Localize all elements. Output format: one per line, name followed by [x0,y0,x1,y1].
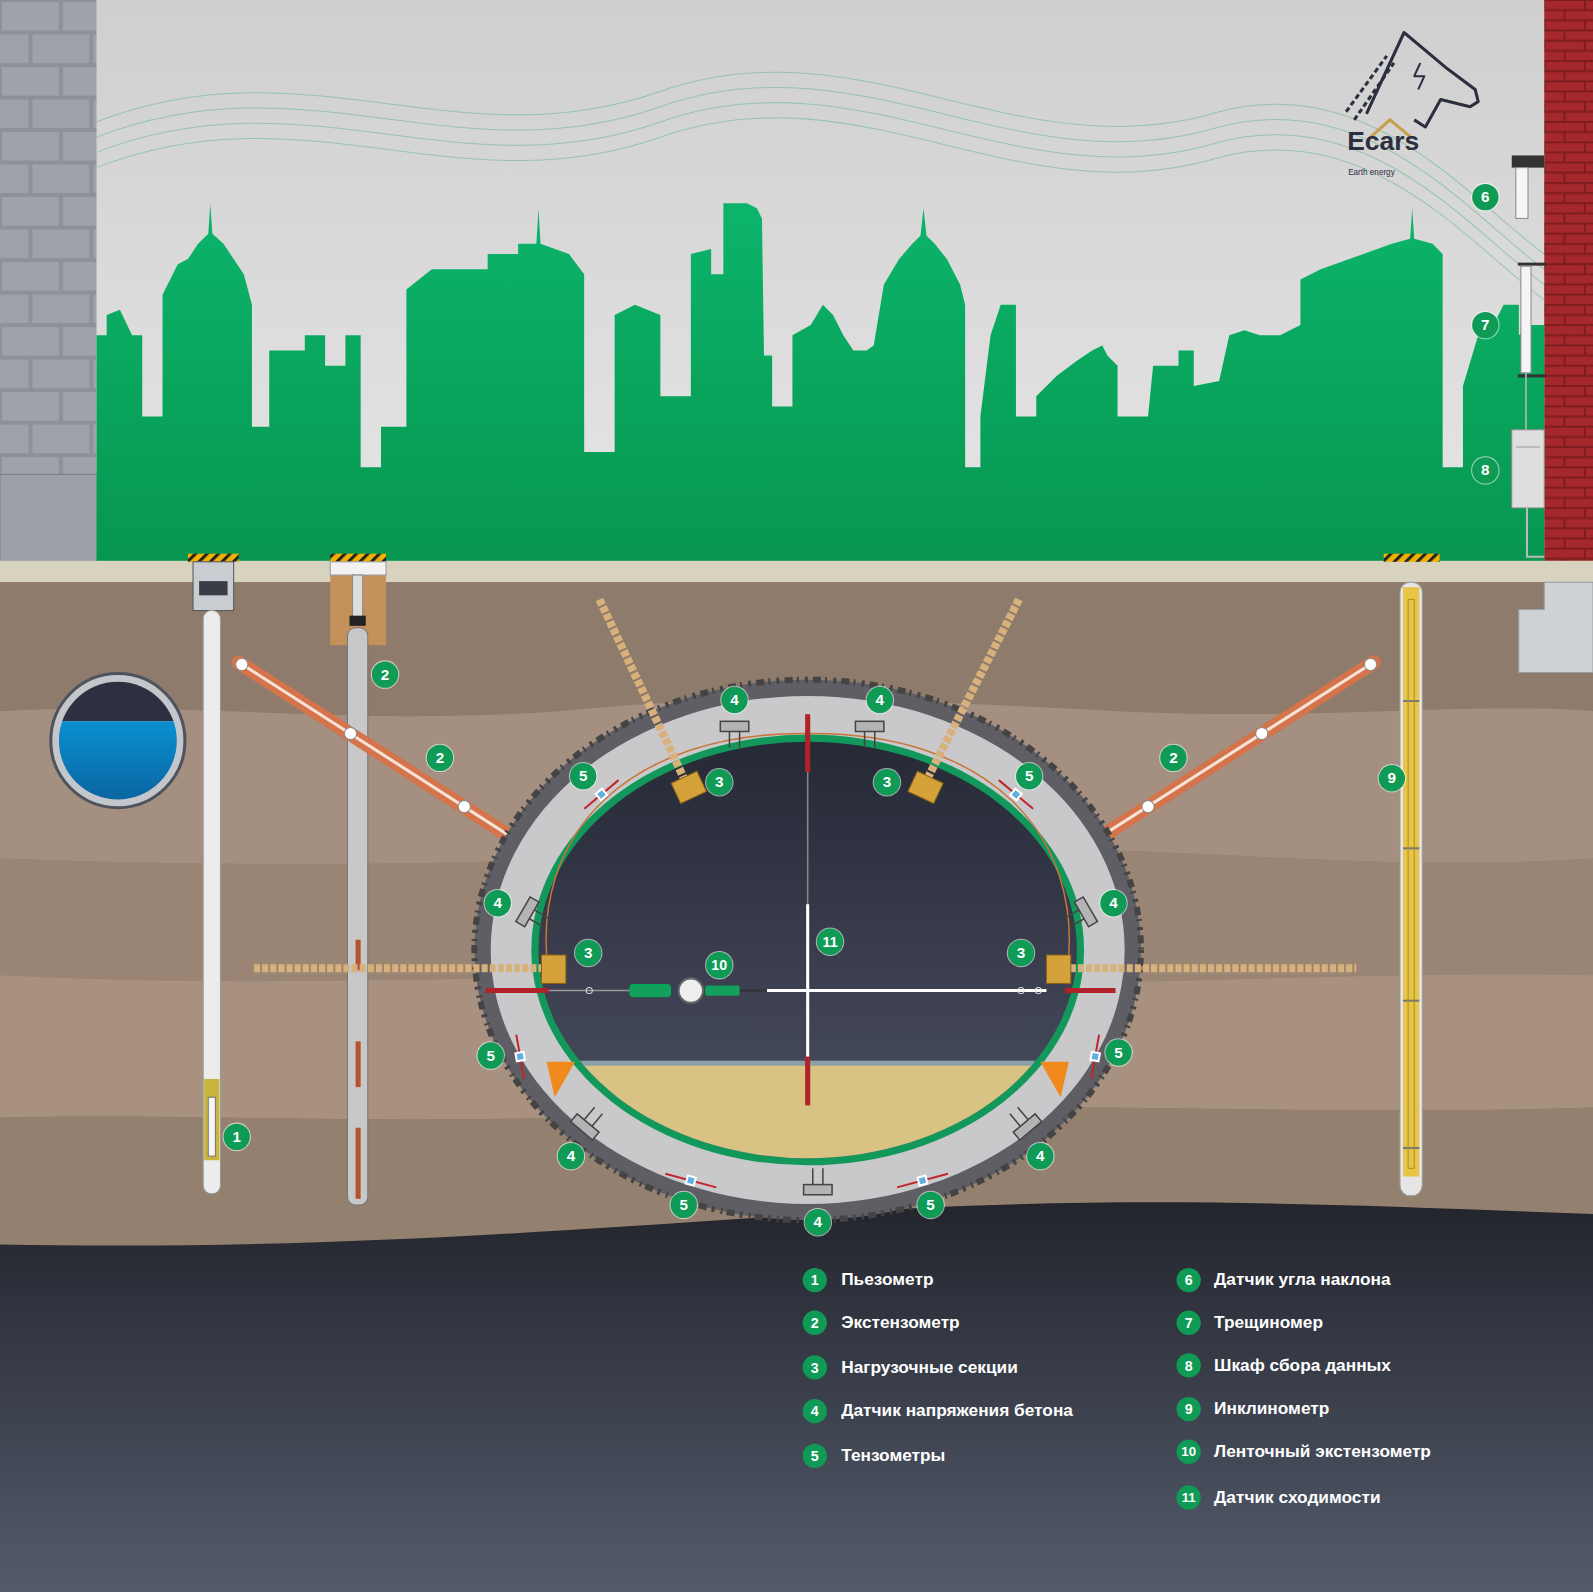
callout-number: 1 [224,1124,250,1150]
callout-number: 11 [817,929,843,955]
legend-text: Инклинометр [1214,1398,1329,1420]
logo-subtitle: Earth energy [1348,168,1395,178]
legend-number: 9 [1176,1397,1200,1421]
callout-number: 6 [1472,184,1498,210]
legend-number: 5 [803,1444,827,1468]
callout-number: 4 [721,687,747,713]
legend-number: 3 [803,1355,827,1379]
logo-text: Ecars [1347,126,1419,156]
legend-number: 2 [803,1311,827,1335]
callout-number: 8 [1472,457,1498,483]
callout-number: 4 [485,890,511,916]
callout-number: 5 [570,763,596,789]
callout-number: 5 [1016,763,1042,789]
legend-text: Тензометры [841,1445,945,1467]
legend-text: Нагрузочные секции [841,1356,1018,1378]
legend-text: Датчик напряжения бетона [841,1400,1073,1422]
legend-number: 10 [1176,1440,1200,1464]
callout-number: 10 [706,952,732,978]
legend-number: 1 [803,1268,827,1292]
callout-number: 4 [867,687,893,713]
legend-number: 4 [803,1399,827,1423]
legend-text: Датчик угла наклона [1214,1269,1390,1291]
legend-text: Пьезометр [841,1269,933,1291]
callout-number: 3 [706,769,732,795]
callout-number: 5 [1105,1039,1131,1065]
callout-number: 5 [671,1192,697,1218]
callout-number: 4 [1027,1143,1053,1169]
callout-number: 2 [1160,745,1186,771]
legend-number: 6 [1176,1268,1200,1292]
callout-number: 3 [1008,940,1034,966]
callout-number: 2 [427,745,453,771]
callout-number: 4 [805,1209,831,1235]
legend-number: 11 [1176,1485,1200,1509]
callout-number: 9 [1379,765,1405,791]
callout-number: 3 [575,940,601,966]
callout-number: 5 [917,1192,943,1218]
legend-number: 7 [1176,1311,1200,1335]
callout-number: 7 [1472,312,1498,338]
callout-number: 2 [372,661,398,687]
legend-text: Ленточный экстензометр [1214,1441,1431,1463]
callout-number: 5 [477,1042,503,1068]
callout-number: 4 [1100,890,1126,916]
legend-text: Трещиномер [1214,1312,1323,1334]
legend-text: Шкаф сбора данных [1214,1354,1391,1376]
callout-number: 4 [558,1143,584,1169]
legend-text: Экстензометр [841,1312,959,1334]
legend-text: Датчик сходимости [1214,1486,1380,1508]
legend-number: 8 [1176,1353,1200,1377]
callout-number: 3 [874,769,900,795]
